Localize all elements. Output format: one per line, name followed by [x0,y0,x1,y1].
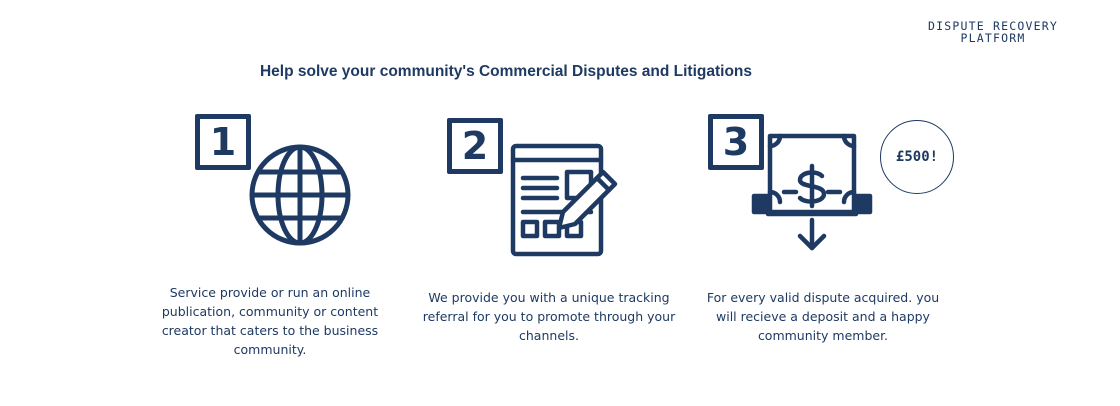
brand-line-2: PLATFORM [960,31,1026,45]
brand-line-1: DISPUTE RECOVERY [928,19,1058,33]
step-number-2: 2 [447,118,503,174]
step-description-1: Service provide or run an online publica… [161,285,379,357]
step-number-1: 1 [195,114,251,170]
money-deposit-icon [751,133,873,251]
reward-badge: £500! [880,120,954,194]
step-number-3: 3 [708,114,764,170]
step-description-2: We provide you with a unique tracking re… [422,290,676,343]
brand-logo: DISPUTE RECOVERY PLATFORM [905,20,1081,44]
step-description-3: For every valid dispute acquired. you wi… [706,290,940,343]
globe-icon [249,144,351,246]
document-pencil-icon [510,143,618,257]
page-title: Help solve your community's Commercial D… [259,63,753,80]
